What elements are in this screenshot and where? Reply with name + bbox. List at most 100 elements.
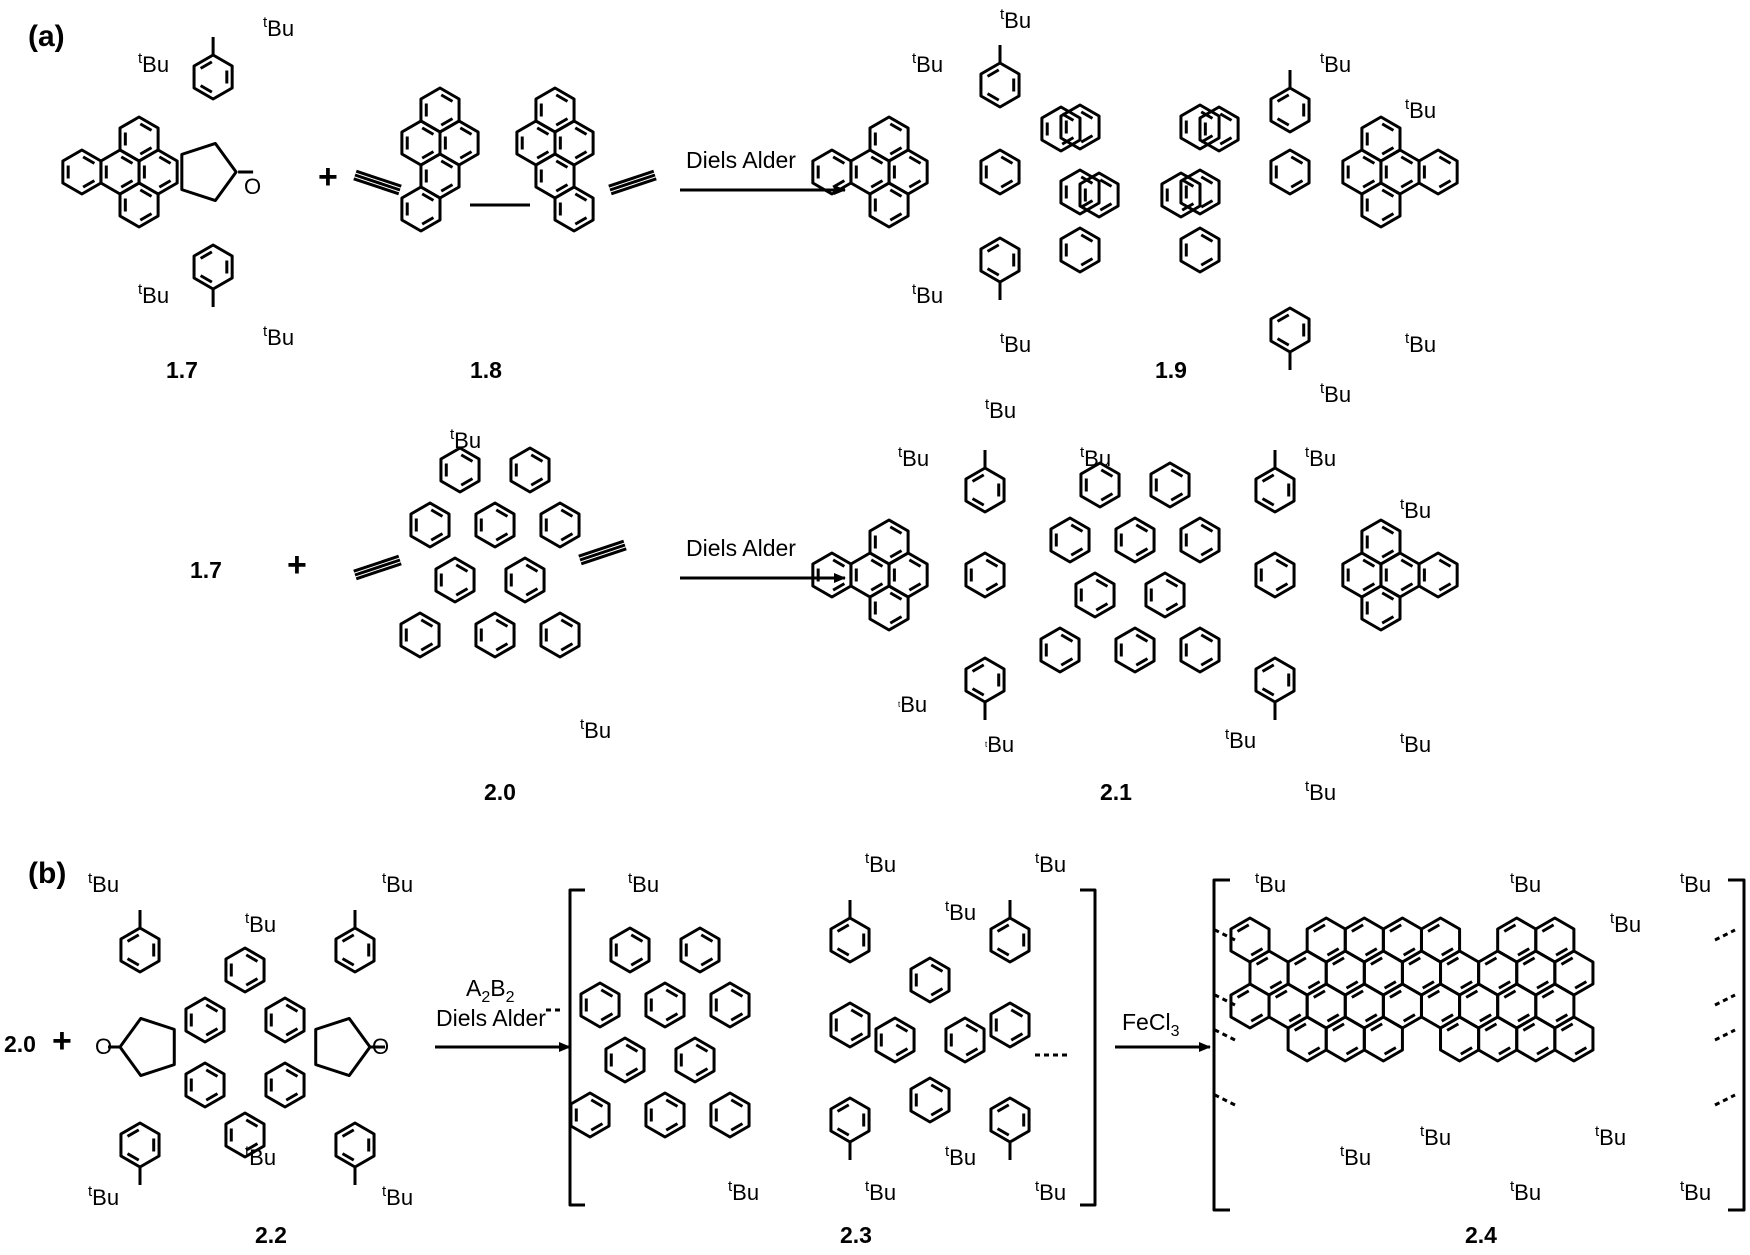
alkyne-bond: [353, 554, 400, 573]
benzene-ring: [553, 185, 595, 233]
dangling-bond: [1214, 928, 1236, 942]
double-bond: [1484, 956, 1498, 966]
double-bond: [1370, 956, 1383, 966]
double-bond: [245, 1118, 259, 1128]
benzene-ring: [979, 61, 1021, 109]
benzene-ring: [1074, 571, 1116, 619]
double-bond: [996, 1103, 1010, 1113]
double-bond: [1261, 473, 1275, 483]
benzene-ring: [874, 1016, 916, 1064]
double-bond: [560, 618, 574, 628]
double-bond: [986, 92, 1000, 102]
benzene-ring: [964, 466, 1006, 514]
benzene-ring: [1144, 571, 1186, 619]
double-bond: [870, 558, 884, 568]
double-bond: [1345, 980, 1359, 990]
double-bond: [730, 988, 744, 998]
double-bond: [1135, 547, 1149, 557]
benzene-ring: [1286, 1015, 1328, 1063]
alkyne-bond: [354, 558, 401, 577]
double-bond: [1498, 980, 1511, 990]
double-bond: [199, 250, 213, 260]
benzene-ring: [868, 115, 910, 163]
double-bond: [1541, 923, 1555, 933]
double-bond: [199, 84, 213, 94]
double-bond: [1441, 947, 1454, 957]
benzene-ring: [989, 1001, 1031, 1049]
double-bond: [850, 1008, 864, 1018]
double-bond: [1446, 956, 1460, 966]
double-bond: [1200, 657, 1214, 667]
benzene-ring: [1059, 226, 1101, 274]
double-bond: [205, 1027, 219, 1037]
double-bond: [930, 1107, 944, 1117]
double-bond: [199, 274, 213, 284]
double-bond: [495, 508, 509, 518]
double-bond: [1181, 178, 1195, 188]
double-bond: [930, 1083, 944, 1093]
double-bond: [82, 155, 96, 165]
tert-butyl-label: tBu: [728, 1178, 759, 1205]
benzene-ring: [1040, 105, 1082, 153]
double-bond: [440, 159, 454, 169]
benzene-ring: [539, 611, 581, 659]
double-bond: [1255, 956, 1269, 966]
double-bond: [560, 508, 574, 518]
double-bond: [986, 267, 1000, 277]
double-bond: [1402, 947, 1416, 957]
tert-butyl-label: tBu: [450, 426, 481, 453]
cyclopentadienone-ring: [314, 1016, 372, 1078]
double-bond: [1276, 117, 1290, 127]
double-bond: [530, 453, 544, 463]
double-bond: [126, 1152, 140, 1162]
benzene-ring: [474, 611, 516, 659]
double-bond: [1522, 956, 1536, 966]
tert-butyl-label: tBu: [1320, 50, 1351, 77]
double-bond: [1274, 989, 1288, 999]
tert-butyl-label: tBu: [1420, 1123, 1451, 1150]
benzene-ring: [1179, 168, 1221, 216]
double-bond: [832, 582, 846, 592]
benzene-ring: [1114, 516, 1156, 564]
alkyne-bond: [608, 169, 655, 188]
double-bond: [1326, 1013, 1340, 1023]
double-bond: [1400, 155, 1414, 165]
double-bond: [700, 933, 714, 943]
double-bond: [971, 663, 985, 673]
double-bond: [730, 1098, 744, 1108]
double-bond: [245, 953, 259, 963]
alkyne-bond: [353, 177, 400, 196]
double-bond: [120, 155, 134, 165]
double-bond: [555, 93, 569, 103]
benzene-ring: [119, 926, 161, 974]
double-bond: [1574, 1046, 1588, 1056]
double-bond: [1010, 1008, 1024, 1018]
benzene-ring: [1360, 181, 1402, 229]
double-bond: [1080, 199, 1094, 209]
benzene-ring: [1417, 551, 1459, 599]
double-bond: [908, 582, 922, 592]
benzene-ring: [137, 148, 179, 196]
double-bond: [1381, 122, 1395, 132]
dangling-bond: [1214, 993, 1236, 1007]
benzene-ring: [1179, 516, 1221, 564]
benzene-ring: [674, 1036, 716, 1084]
double-bond: [1100, 468, 1114, 478]
benzene-ring: [1324, 1015, 1366, 1063]
double-bond: [1465, 989, 1479, 999]
compound-number: 2.1: [1100, 779, 1132, 805]
double-bond: [1383, 1046, 1397, 1056]
benzene-ring: [1515, 1015, 1557, 1063]
double-bond: [285, 1027, 299, 1037]
polymer-bracket-right: [1080, 888, 1097, 1207]
benzene-ring: [1417, 148, 1459, 196]
double-bond: [495, 618, 509, 628]
tert-butyl-label: tBu: [1000, 6, 1031, 33]
benzene-ring: [1360, 584, 1402, 632]
benzene-ring: [1114, 626, 1156, 674]
double-bond: [630, 933, 644, 943]
benzene-ring: [644, 1091, 686, 1139]
tert-butyl-label: tBu: [1680, 1178, 1711, 1205]
oxygen-label: O: [372, 1034, 389, 1059]
double-bond: [455, 587, 469, 597]
